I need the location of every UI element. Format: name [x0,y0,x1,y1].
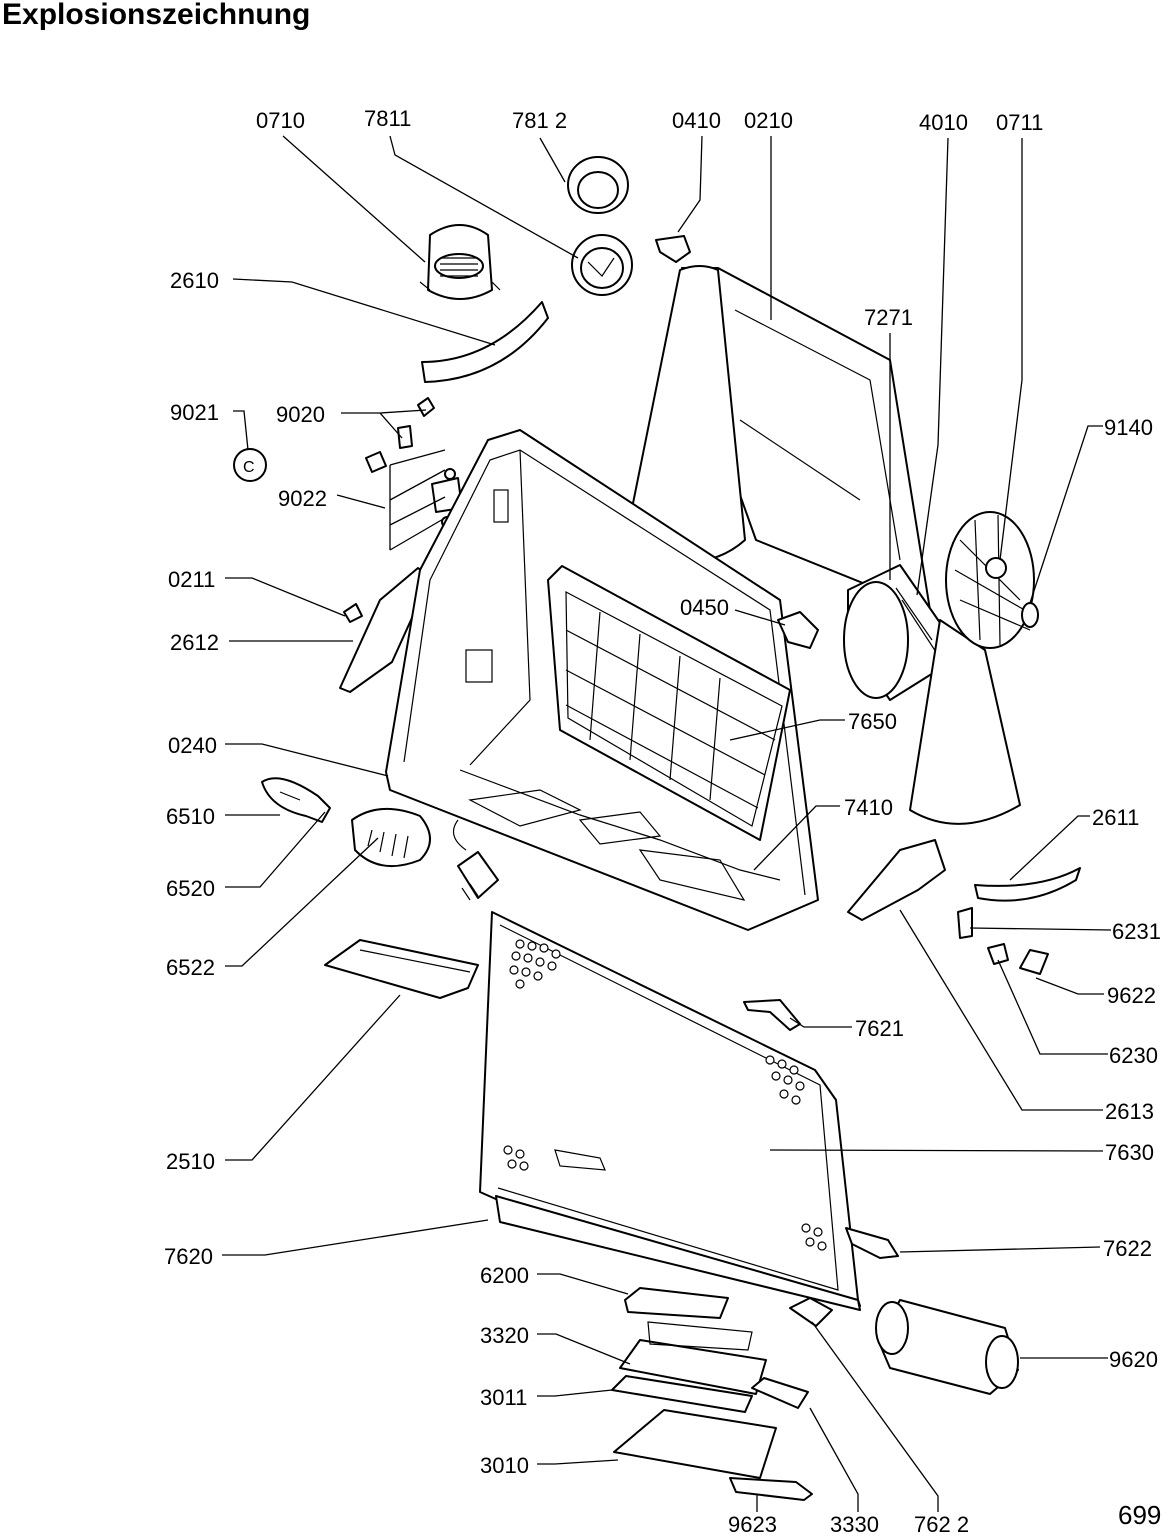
part-7811-valve [571,234,633,296]
label-7630: 7630 [1105,1140,1154,1165]
part-2610-trim [421,301,549,383]
label-7622: 7622 [1103,1236,1152,1261]
label-9020: 9020 [276,402,325,427]
part-3010-housing [613,1409,777,1479]
part-2611-trim [974,867,1081,902]
label-0211: 0211 [168,567,215,592]
label-6200: 6200 [480,1263,529,1288]
part-0711-grille [945,511,1035,649]
part-6231 [957,907,973,939]
label-9622: 9622 [1107,983,1156,1008]
label-7410: 7410 [844,795,893,820]
label-7621: 7621 [855,1016,904,1041]
label-4010: 4010 [919,110,968,135]
label-7650: 7650 [848,709,897,734]
label-7620: 7620 [164,1244,213,1269]
label-9021: 9021 [170,400,219,425]
part-7620-strip [495,1195,861,1311]
label-9620: 9620 [1109,1347,1158,1372]
label-6510: 6510 [166,804,215,829]
part-9021-knob: C [233,448,267,482]
part-7271-motor [843,564,946,701]
label-2613: 2613 [1105,1099,1154,1124]
label-2610: 2610 [170,268,219,293]
parts-layer: C [233,156,1081,1501]
label-7271: 7271 [864,305,913,330]
label-9623: 9623 [728,1512,777,1536]
part-3320-board [619,1321,767,1395]
label-6522: 6522 [166,955,215,980]
part-3011-cover [611,1375,753,1413]
label-6520: 6520 [166,876,215,901]
label-0711: 0711 [996,110,1043,135]
label-2510: 2510 [166,1149,215,1174]
panel-vent-holes [503,939,827,1251]
part-9623-strip [729,1477,813,1501]
label-2611: 2611 [1092,805,1139,830]
part-9140-ring [1021,602,1039,628]
label-0710: 0710 [256,108,305,133]
label-0450: 0450 [680,595,729,620]
part-0211-clip [343,603,363,623]
part-6510-bulb [261,777,331,823]
label-7622-bottom: 762 2 [914,1512,969,1536]
part-3330-switch [751,1377,809,1409]
label-9022: 9022 [278,486,327,511]
page-number: 699 [1118,1500,1161,1530]
part-0410-clip [655,235,691,263]
label-7812: 781 2 [512,108,567,133]
label-6230: 6230 [1109,1043,1158,1068]
part-6230 [987,943,1009,965]
part-0450-clip [777,611,819,649]
part-7622-clip [789,1297,833,1327]
part-7650-filter [547,565,791,841]
drawing-title: Explosionszeichnung [2,0,311,31]
part-4010-housing [909,619,1021,825]
part-2510-lamp-glass [324,939,479,999]
label-3010: 3010 [480,1453,529,1478]
label-3011: 3011 [480,1385,527,1410]
label-3320: 3320 [480,1323,529,1348]
part-9620-blower [875,1299,1019,1395]
label-9140: 9140 [1104,415,1153,440]
part-9020-9022-hardware [365,397,463,528]
label-0210: 0210 [744,108,793,133]
label-7811: 7811 [364,106,411,131]
svg-text:C: C [243,459,255,476]
label-3330: 3330 [830,1512,879,1536]
label-2612: 2612 [170,630,219,655]
part-6200-insert [624,1287,729,1319]
label-0240: 0240 [168,733,217,758]
part-labels: 0710 7811 781 2 0410 0210 4010 0711 2610… [164,106,1161,1536]
part-7622-handle [845,1227,899,1259]
part-0210-chimney [623,265,931,611]
part-9622 [1019,949,1049,975]
label-6231: 6231 [1112,919,1161,944]
part-power-plug [452,819,499,901]
part-7621-handle [743,999,801,1031]
part-0710-duct-adapter [419,224,501,300]
label-0410: 0410 [672,108,721,133]
part-2613-bracket [847,839,946,921]
part-6520-lamp-cover [351,807,431,867]
part-7812-collar [567,156,629,214]
leader-lines [222,135,1112,1512]
